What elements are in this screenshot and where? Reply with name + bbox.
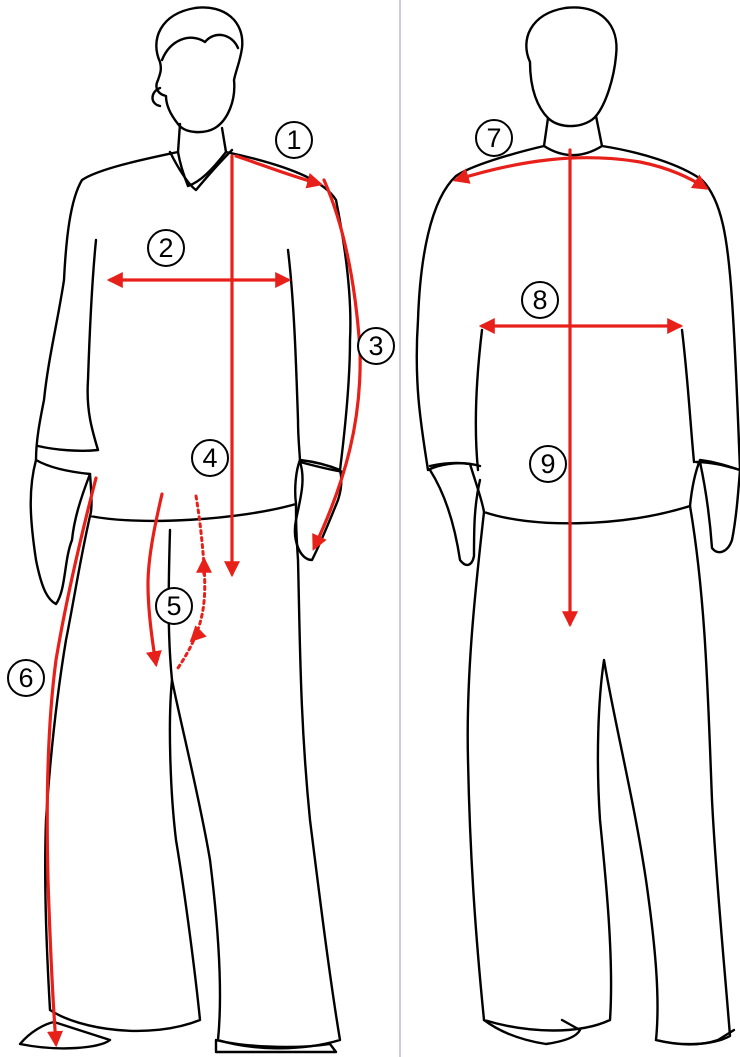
back-left-arm-seam xyxy=(476,330,482,470)
front-hair xyxy=(162,35,238,60)
marker-badge-9: 9 xyxy=(530,446,566,482)
back-head xyxy=(526,7,616,126)
front-figure xyxy=(20,7,350,1052)
front-head xyxy=(156,7,242,132)
front-left-cuff xyxy=(38,446,98,451)
svg-text:8: 8 xyxy=(532,285,547,315)
back-figure xyxy=(417,7,740,1044)
measure-line-5-solid xyxy=(148,494,162,664)
measure-line-1 xyxy=(236,156,320,184)
marker-badge-5: 5 xyxy=(156,588,192,624)
front-left-sleeve-seam xyxy=(88,240,98,450)
marker-badge-6: 6 xyxy=(8,660,44,696)
marker-badge-3: 3 xyxy=(358,328,394,364)
front-right-hand xyxy=(295,462,341,560)
marker-badge-1: 1 xyxy=(276,122,312,158)
back-pants xyxy=(468,506,730,1044)
front-pants xyxy=(45,504,340,1048)
back-right-shoe xyxy=(656,1030,734,1045)
svg-text:9: 9 xyxy=(540,449,555,479)
front-neck xyxy=(178,124,226,152)
back-right-arm-seam xyxy=(682,330,694,462)
back-shirt xyxy=(417,146,740,523)
svg-text:6: 6 xyxy=(18,663,33,693)
svg-text:1: 1 xyxy=(286,125,301,155)
measure-line-3 xyxy=(314,180,360,548)
back-right-hand xyxy=(700,462,740,552)
svg-text:3: 3 xyxy=(368,331,383,361)
measure-line-6 xyxy=(47,478,96,1044)
marker-badge-2: 2 xyxy=(148,230,184,266)
measure-line-5-dotted xyxy=(178,496,205,668)
back-left-cuff xyxy=(430,463,480,466)
svg-text:7: 7 xyxy=(486,123,501,153)
marker-badge-7: 7 xyxy=(476,120,512,156)
svg-text:2: 2 xyxy=(158,233,173,263)
front-right-shoe xyxy=(216,1040,336,1052)
svg-text:4: 4 xyxy=(202,443,217,473)
front-right-sleeve-seam xyxy=(288,250,300,462)
front-left-shoe xyxy=(20,1022,110,1048)
marker-badge-8: 8 xyxy=(522,282,558,318)
back-left-hand xyxy=(430,470,480,565)
svg-text:5: 5 xyxy=(166,591,181,621)
marker-badge-4: 4 xyxy=(192,440,228,476)
